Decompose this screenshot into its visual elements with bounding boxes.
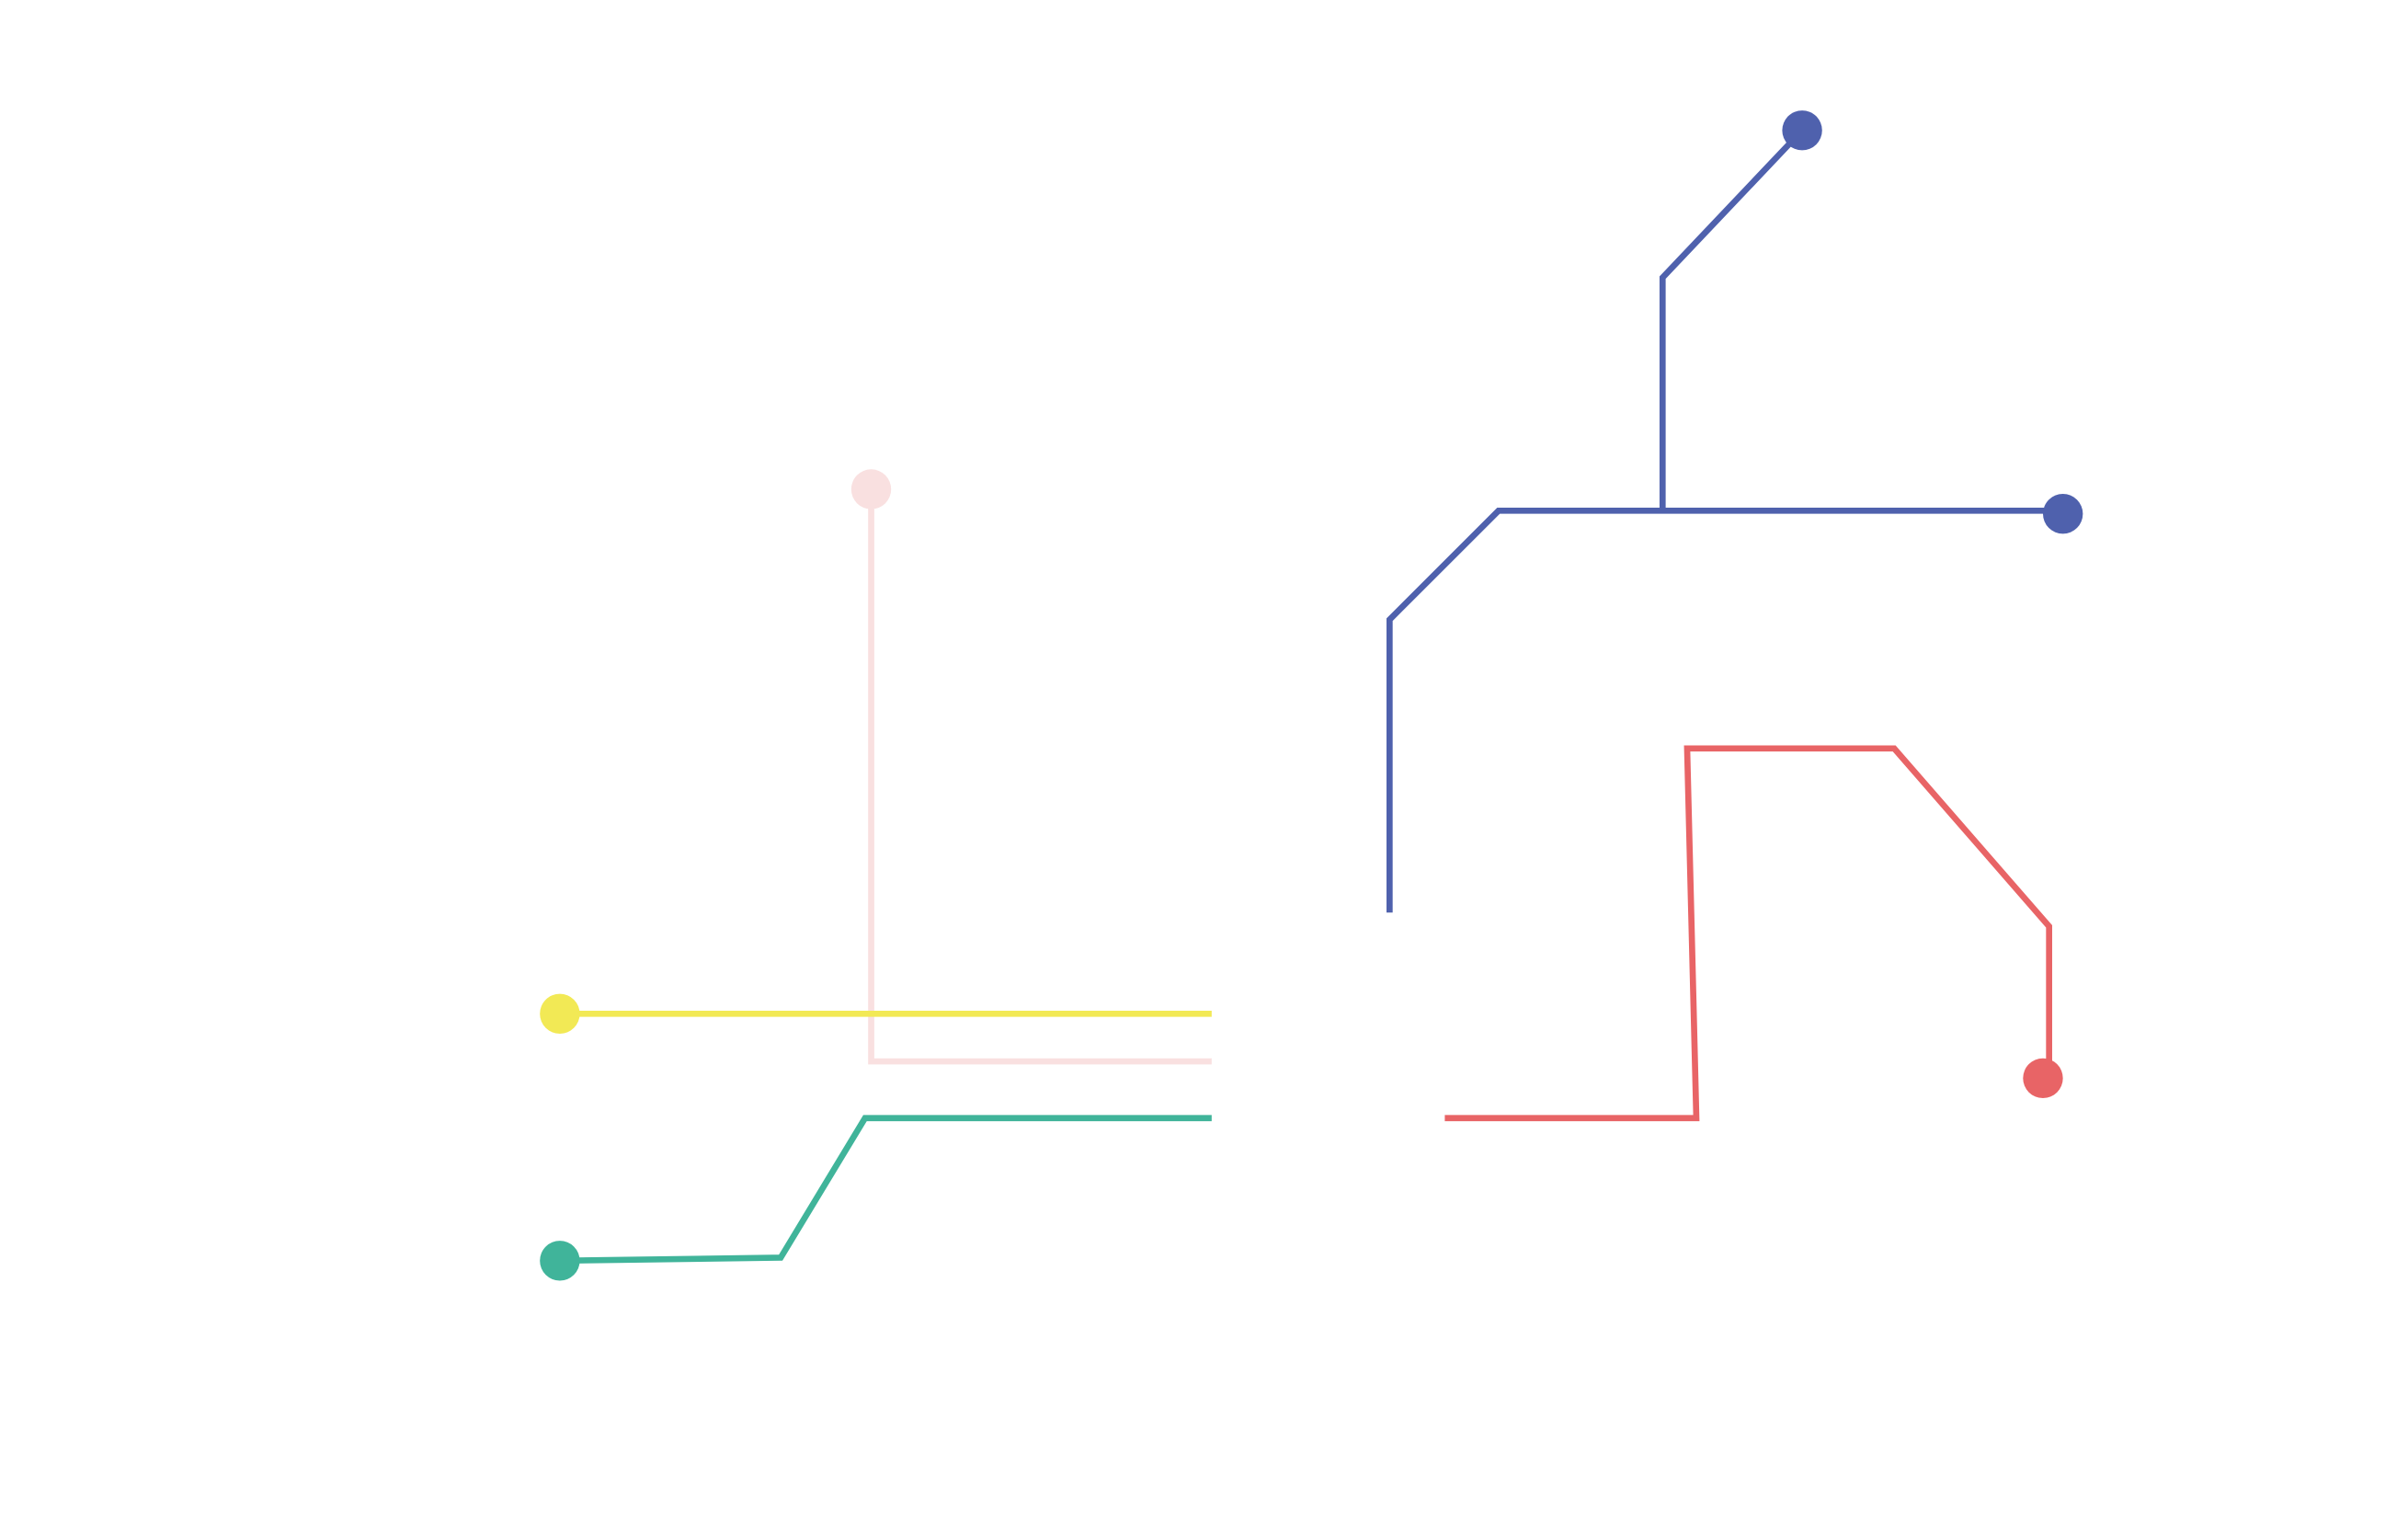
endpoint-node-yellow (540, 993, 580, 1035)
route-line-blue-lower (1387, 508, 2063, 913)
endpoint-node-red (2023, 1058, 2063, 1099)
route-line-pink (868, 488, 1212, 1065)
routes-layer (559, 128, 2063, 1265)
route-line-green (559, 1115, 1212, 1265)
endpoint-node-blue-lower (2042, 493, 2083, 534)
route-line-red (1444, 745, 2052, 1122)
endpoint-node-pink (850, 469, 892, 510)
route-line-blue-upper (1659, 128, 1805, 511)
endpoint-node-green (540, 1241, 580, 1281)
endpoint-node-blue-upper (1782, 110, 1822, 151)
nodes-layer (540, 110, 2083, 1281)
